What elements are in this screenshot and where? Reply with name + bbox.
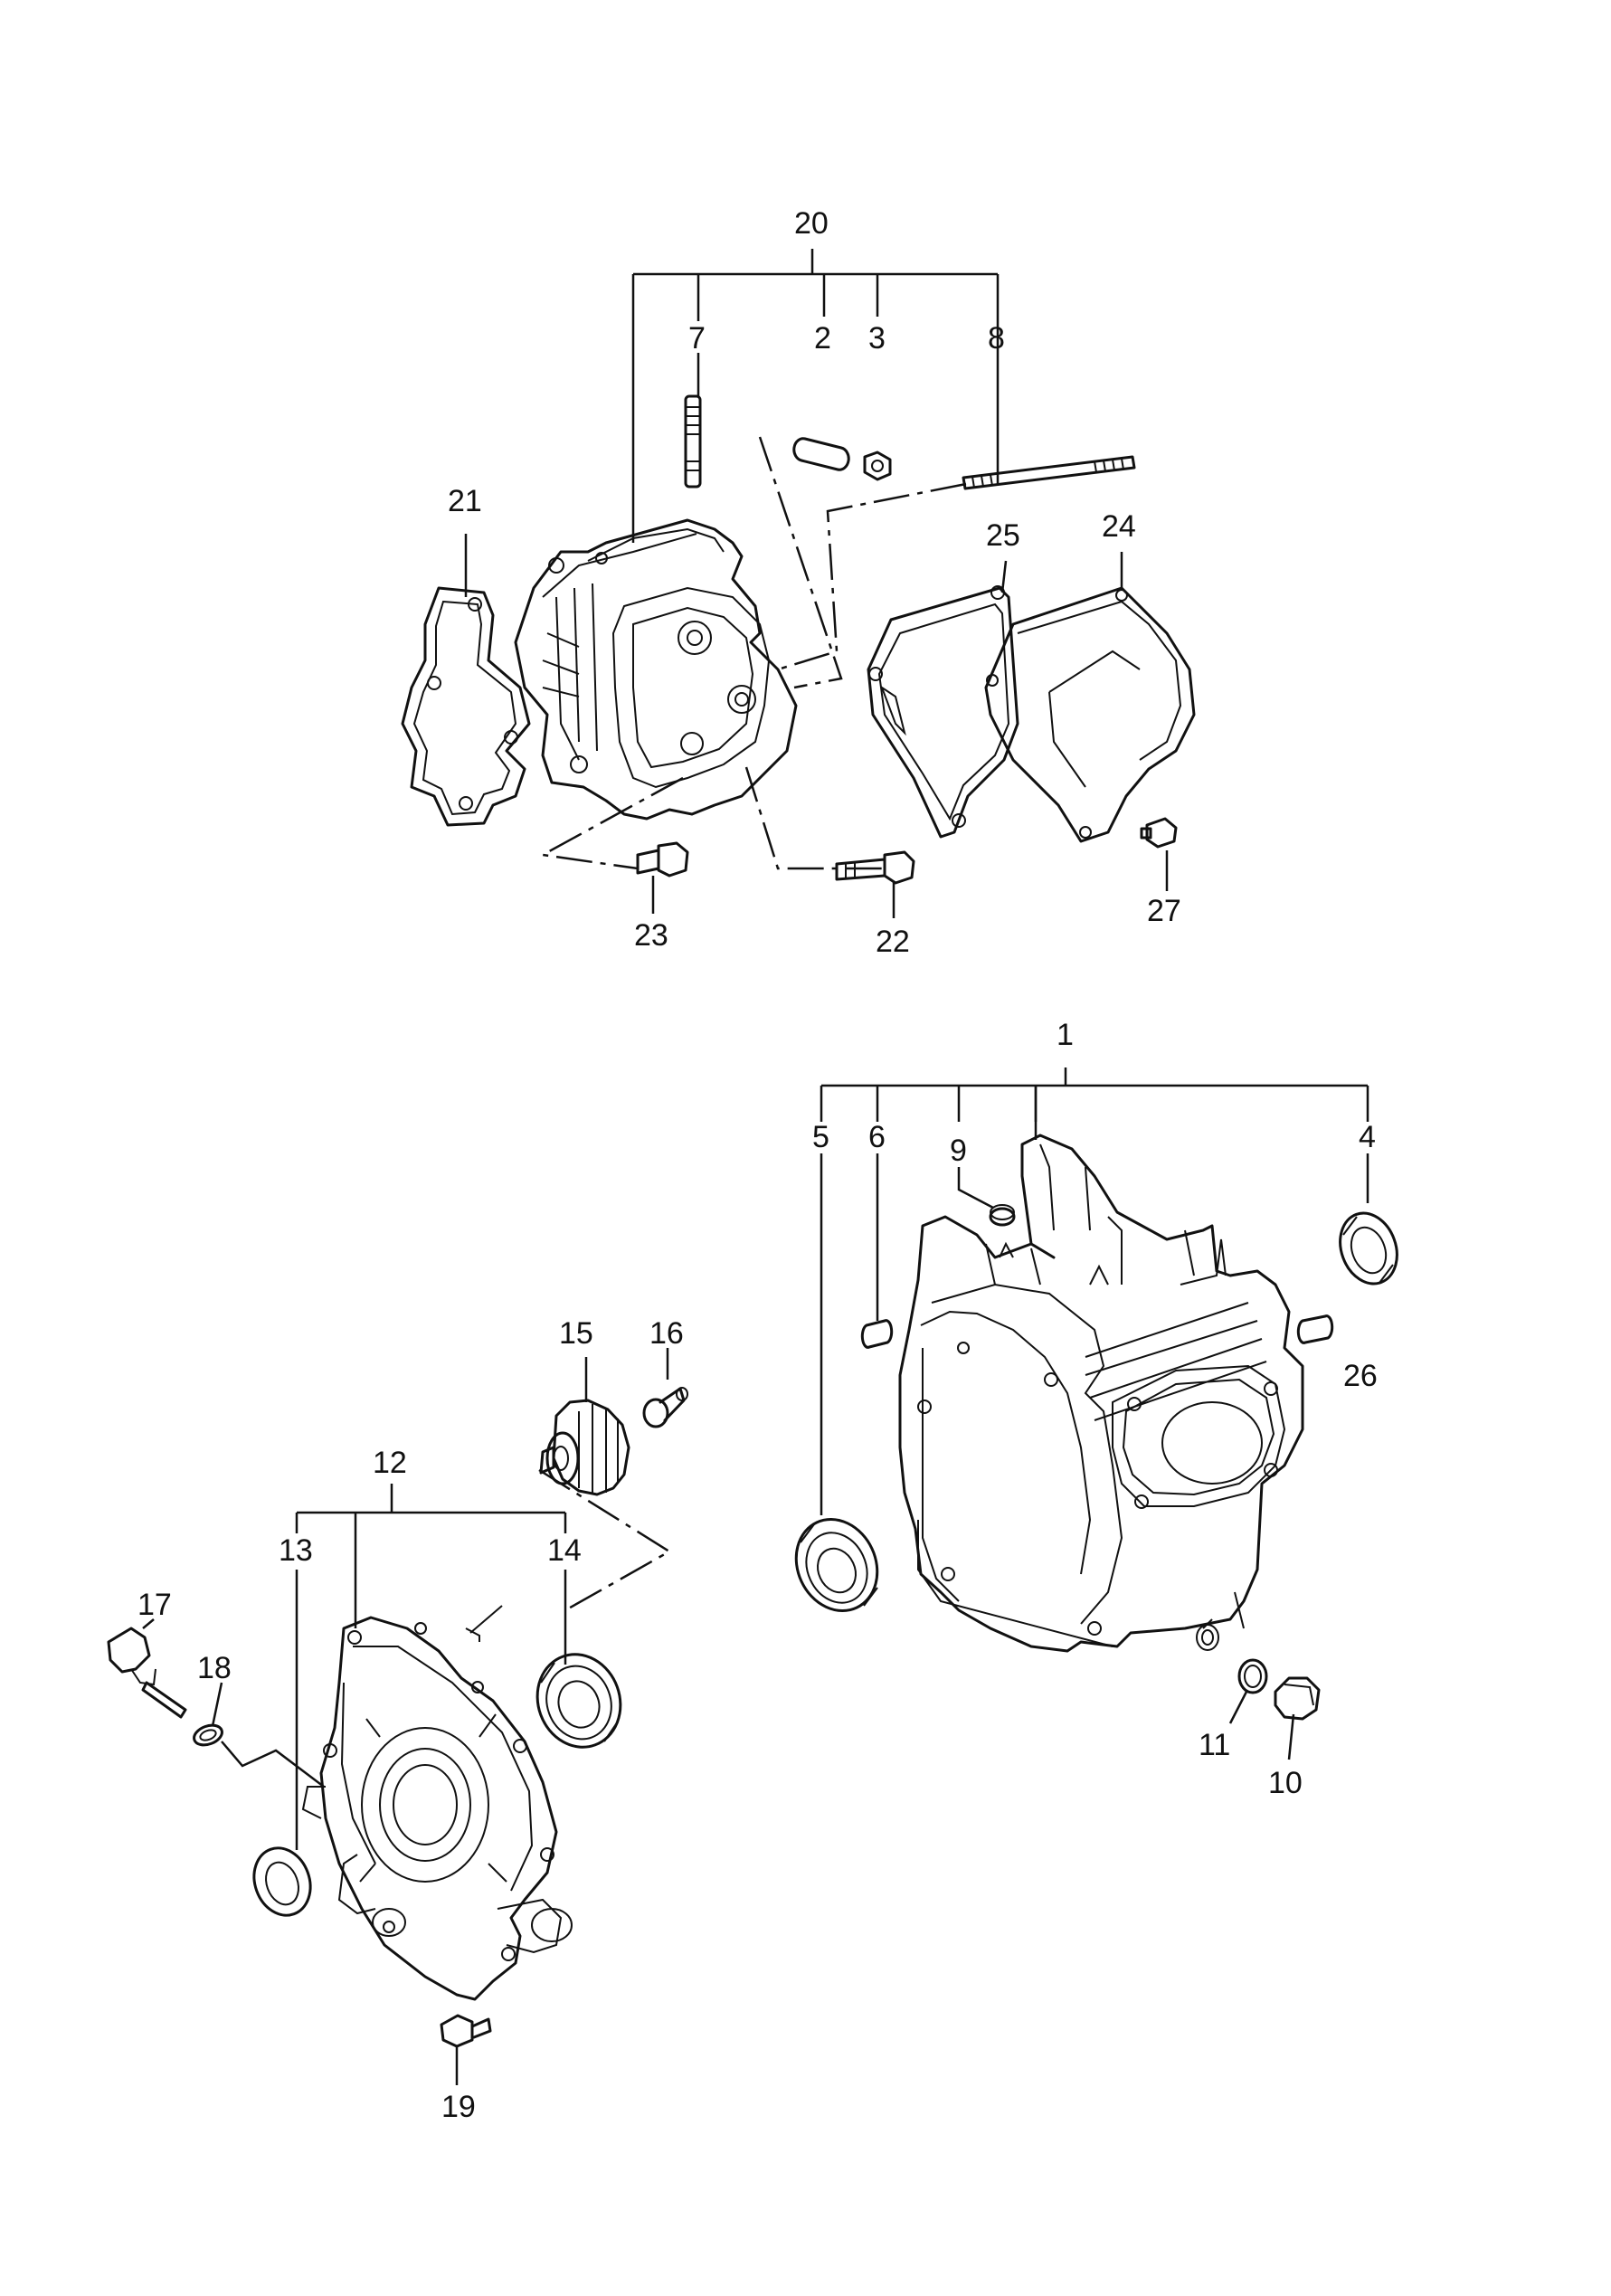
part-bolt-22 [835,850,915,885]
callout-15: 15 [559,1316,593,1351]
side-cover-group [107,1348,688,2085]
part-oil-seal-4 [1339,1211,1398,1286]
part-bearing-14 [535,1653,622,1749]
part-nut-3 [863,451,892,481]
part-dowel-6 [860,1319,894,1349]
part-bolt-23 [636,841,689,878]
callout-7: 7 [688,321,706,356]
callout-16: 16 [649,1316,684,1351]
callout-24: 24 [1102,509,1136,544]
callout-22: 22 [876,925,910,959]
part-plug-9 [989,1204,1016,1227]
part-valve-cover-24 [984,586,1196,843]
callout-9: 9 [950,1134,967,1168]
callout-19: 19 [441,2090,476,2124]
callout-4: 4 [1359,1120,1376,1154]
part-bolt-27 [1140,817,1178,849]
callout-labels: 20 7 2 3 8 21 25 24 27 23 22 1 5 6 9 4 2… [137,206,1378,2124]
callout-1: 1 [1057,1018,1074,1052]
crankcase-group [794,1067,1398,1760]
callout-6: 6 [868,1120,886,1154]
cylinder-head-group [401,249,1196,918]
callout-27: 27 [1147,894,1181,928]
part-bolt-16 [642,1387,688,1428]
callout-2: 2 [814,321,831,356]
callout-26: 26 [1343,1359,1378,1393]
callout-3: 3 [868,321,886,356]
callout-25: 25 [986,518,1020,553]
callout-14: 14 [547,1533,582,1568]
part-washer-11 [1237,1658,1268,1694]
callout-17: 17 [137,1588,172,1622]
part-o-ring-18 [193,1723,223,1747]
callout-13: 13 [279,1533,313,1568]
callout-10: 10 [1268,1766,1303,1800]
part-long-stud-8 [962,455,1136,490]
callout-11: 11 [1199,1728,1230,1762]
callout-20: 20 [794,206,829,241]
part-dowel-2 [792,437,850,471]
part-dipstick-17 [107,1627,187,1719]
callout-23: 23 [634,918,668,953]
part-crankcase [898,1134,1304,1653]
part-cylinder-head [514,518,798,821]
part-bearing-5 [794,1517,879,1613]
part-cover-gasket-25 [867,585,1019,839]
part-stud-7 [684,353,702,489]
part-side-cover [301,1605,573,2001]
part-head-gasket-21 [401,586,531,827]
part-oil-seal-13 [252,1846,312,1917]
callout-5: 5 [812,1120,829,1154]
part-dowel-26 [1296,1314,1334,1344]
callout-12: 12 [373,1446,407,1480]
part-bolt-19 [440,2014,492,2048]
callout-21: 21 [448,484,482,518]
callout-18: 18 [197,1651,232,1685]
callout-8: 8 [988,321,1005,356]
part-drain-plug-10 [1274,1676,1321,1721]
